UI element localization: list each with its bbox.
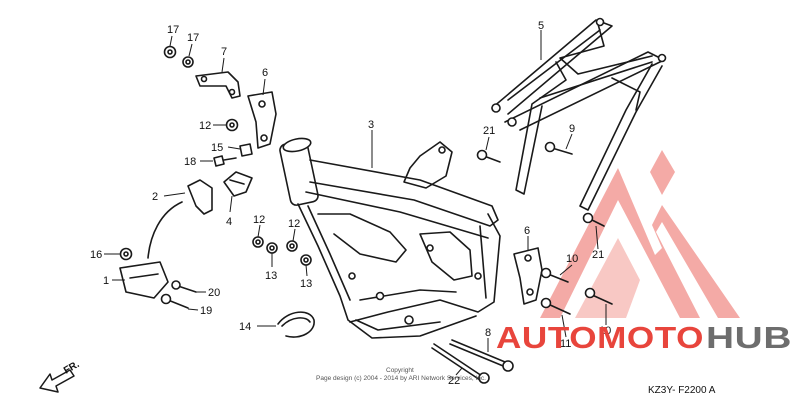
figure-code: KZ3Y- F2200 A (648, 385, 716, 396)
callout-13b: 13 (300, 278, 312, 290)
callout-15: 15 (211, 142, 223, 154)
callout-21b: 21 (592, 249, 604, 261)
callout-4: 4 (226, 216, 232, 228)
callout-22: 22 (448, 375, 460, 387)
callout-20: 20 (208, 287, 220, 299)
callout-labels: 17 17 7 6 12 15 18 2 4 12 13 12 13 16 1 … (90, 20, 611, 387)
callout-12b: 12 (253, 214, 265, 226)
callout-1: 1 (103, 275, 109, 287)
callout-9: 9 (569, 123, 575, 135)
fasteners (119, 45, 613, 384)
copyright-line2: Page design (c) 2004 - 2014 by ARI Netwo… (316, 375, 486, 382)
callout-2: 2 (152, 191, 158, 203)
callout-10a: 10 (566, 253, 578, 265)
part-plate-6b (513, 247, 543, 305)
callout-18: 18 (184, 156, 196, 168)
callout-13a: 13 (265, 270, 277, 282)
callout-16: 16 (90, 249, 102, 261)
part-ignition-coil (119, 261, 169, 299)
callout-7: 7 (221, 46, 227, 58)
watermark-text: AUTOMOTO HUB (496, 320, 792, 355)
callout-14: 14 (239, 321, 251, 333)
part-rear-subframe (491, 17, 667, 211)
callout-19: 19 (200, 305, 212, 317)
watermark-logo (540, 150, 740, 318)
part-main-frame (279, 137, 501, 339)
callout-3: 3 (368, 119, 374, 131)
callout-17a: 17 (167, 24, 179, 36)
callout-12c: 12 (288, 218, 300, 230)
callout-6b: 6 (524, 225, 530, 237)
front-label: FR. (62, 359, 82, 377)
part-bracket-7 (195, 71, 241, 99)
callout-10b: 10 (599, 325, 611, 337)
watermark-part1: AUTOMOTO (496, 320, 704, 355)
callout-12a: 12 (199, 120, 211, 132)
part-clamp-14 (277, 311, 315, 338)
copyright-notice: Copyright Page design (c) 2004 - 2014 by… (316, 367, 486, 382)
callout-6: 6 (262, 67, 268, 79)
copyright-line1: Copyright (386, 367, 414, 374)
callout-11: 11 (560, 338, 571, 350)
callout-21a: 21 (483, 125, 495, 137)
watermark-part2: HUB (706, 320, 792, 355)
part-plate-6a (247, 91, 277, 149)
callout-17b: 17 (187, 32, 199, 44)
leader-lines (104, 30, 607, 376)
front-direction-arrow: FR. (39, 359, 82, 393)
part-bracket-4 (223, 171, 253, 197)
part-plug-cap (147, 179, 213, 259)
callout-5: 5 (538, 20, 544, 32)
callout-8: 8 (485, 327, 491, 339)
